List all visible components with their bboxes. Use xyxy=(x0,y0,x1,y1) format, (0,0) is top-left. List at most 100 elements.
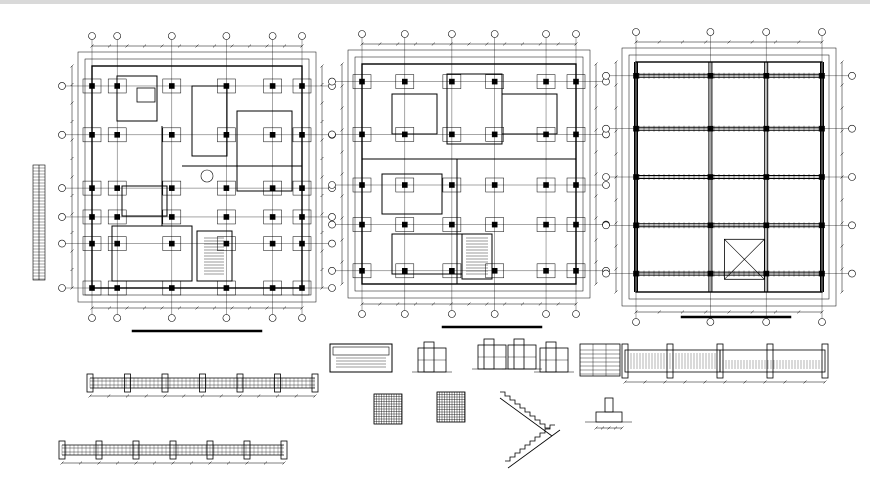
dimension-tick xyxy=(320,175,324,179)
column xyxy=(299,214,305,220)
support-column xyxy=(199,373,206,393)
footing-outline xyxy=(485,74,504,89)
column xyxy=(763,270,770,277)
dimension-tick xyxy=(125,306,129,310)
dimension-tick xyxy=(840,106,844,110)
dimension-tick xyxy=(538,42,543,46)
grid-bubble-left xyxy=(602,124,610,133)
support-column xyxy=(236,373,244,393)
footing-outline xyxy=(442,217,462,232)
column xyxy=(707,174,714,180)
dimension-tick xyxy=(70,138,74,142)
schedule-table xyxy=(579,343,621,377)
grid-bubble-left xyxy=(58,82,66,90)
grid-bubble-bottom xyxy=(572,310,580,318)
footing-outline xyxy=(566,74,586,89)
column xyxy=(169,185,175,191)
grid-bubble-top xyxy=(762,28,771,36)
elevation-column xyxy=(716,343,724,379)
footing-outline xyxy=(107,209,127,225)
dimension-tick xyxy=(160,44,164,48)
column xyxy=(299,285,305,291)
grid-bubble-top xyxy=(168,32,176,40)
dimension-tick xyxy=(763,380,767,384)
footing-outline xyxy=(442,74,462,89)
column xyxy=(223,185,230,191)
column xyxy=(223,214,230,220)
footing-outline xyxy=(162,209,182,225)
column xyxy=(707,125,714,132)
column xyxy=(223,285,230,291)
dimension-tick xyxy=(245,461,249,465)
grid-bubble-left xyxy=(58,239,66,248)
outer-frame xyxy=(347,49,591,299)
dimension-tick xyxy=(177,44,182,48)
dimension-tick xyxy=(189,461,194,465)
footing-outline xyxy=(485,177,504,193)
dimension-tick xyxy=(107,394,111,398)
dimension-tick xyxy=(134,461,138,465)
dimension-tick xyxy=(823,380,827,384)
column xyxy=(573,78,579,85)
column xyxy=(633,125,639,132)
support-column xyxy=(95,440,103,460)
dimension-tick xyxy=(177,306,182,310)
grid-bubble-top xyxy=(572,30,580,38)
floor-plan-2 xyxy=(328,30,610,329)
grid-bubble-bottom xyxy=(706,318,715,326)
dimension-tick xyxy=(70,101,74,105)
dimension-tick xyxy=(230,306,234,310)
dimension-frame xyxy=(84,58,310,296)
grid-bubble-left xyxy=(58,284,66,292)
dimension-tick xyxy=(212,44,217,48)
support-column xyxy=(243,440,251,460)
footing-outline xyxy=(352,127,372,142)
dimension-tick xyxy=(594,216,598,220)
dimension-tick xyxy=(449,302,453,306)
dimension-tick xyxy=(313,394,317,398)
column xyxy=(449,182,455,188)
grid-bubble-left xyxy=(58,184,66,192)
dimension-tick xyxy=(320,82,324,87)
dimension-tick xyxy=(142,44,147,48)
footing-outline xyxy=(292,236,312,251)
column xyxy=(269,214,276,220)
footing-outline xyxy=(82,209,102,225)
grid-bubble-bottom xyxy=(448,310,456,318)
footing-outline xyxy=(107,127,127,143)
plan-title-bar xyxy=(441,325,543,329)
dimension-tick xyxy=(70,175,74,179)
grid-bubble-left xyxy=(328,266,336,275)
grid-bubble-right xyxy=(848,173,856,181)
footing-outline xyxy=(566,177,586,193)
grid-bubble-top xyxy=(818,28,826,36)
column xyxy=(449,267,455,274)
stair-flight-upper xyxy=(500,391,550,429)
dimension-tick xyxy=(413,302,418,306)
support-column xyxy=(161,373,169,393)
footing-outline xyxy=(395,74,415,89)
footing-outline xyxy=(536,177,556,193)
dimension-tick xyxy=(840,60,844,64)
dimension-tick xyxy=(594,282,598,286)
dimension-tick xyxy=(265,44,269,48)
column xyxy=(114,185,120,191)
column xyxy=(269,185,276,191)
dimension-tick xyxy=(594,128,598,132)
grid-bubble-left xyxy=(602,269,610,278)
opening-diagonal xyxy=(724,239,765,280)
support-column xyxy=(280,440,288,460)
column xyxy=(299,185,305,191)
dimension-tick xyxy=(613,426,618,430)
column xyxy=(89,132,95,138)
column xyxy=(573,131,579,138)
dimension-tick xyxy=(219,394,223,398)
dimension-tick xyxy=(413,42,418,46)
section-column xyxy=(513,338,525,370)
dimension-tick xyxy=(607,426,611,430)
dimension-tick xyxy=(320,119,324,124)
room xyxy=(191,85,228,157)
footing-outline xyxy=(536,217,556,232)
dimension-tick xyxy=(107,306,112,310)
